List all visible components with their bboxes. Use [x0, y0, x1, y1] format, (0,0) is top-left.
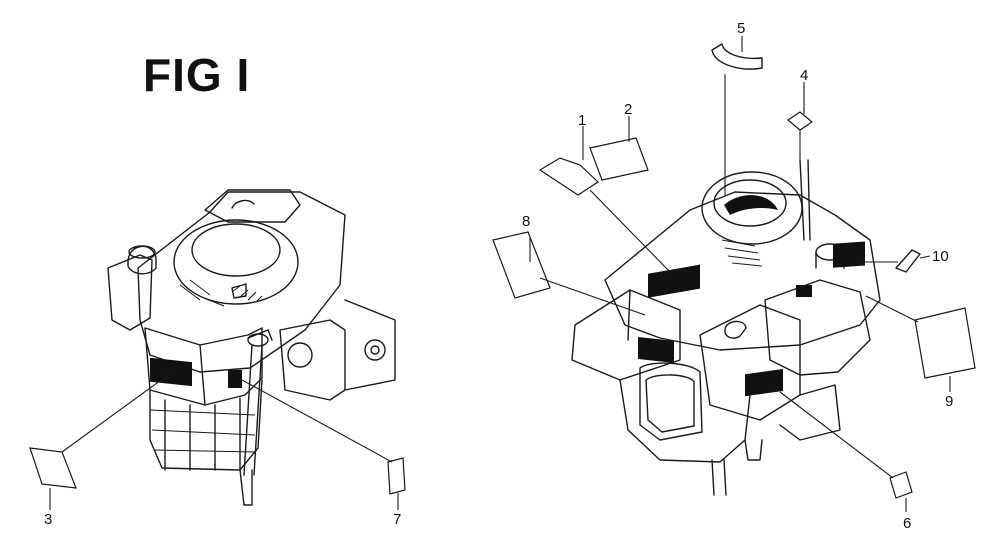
figure-title: FIG I [143, 49, 251, 101]
leader-lines [49, 36, 951, 512]
label-sheet-6 [889, 471, 913, 499]
label-sheet-8 [492, 231, 551, 299]
callout-numbers: 1 2 3 4 5 6 7 8 9 10 [44, 20, 953, 532]
callout-2: 2 [624, 101, 632, 118]
callout-6: 6 [903, 515, 911, 532]
label-sheet-4 [786, 111, 814, 131]
label-sheets [29, 111, 976, 499]
callout-1: 1 [578, 112, 586, 129]
callout-3: 3 [44, 511, 52, 528]
label-sheet-3 [29, 447, 77, 489]
right-engine [571, 43, 921, 496]
callout-8: 8 [522, 213, 530, 230]
callout-4: 4 [800, 67, 808, 84]
callout-5: 5 [737, 20, 745, 37]
callout-9: 9 [945, 393, 953, 410]
callout-7: 7 [393, 511, 401, 528]
label-sheet-1 [538, 157, 599, 196]
label-sheet-7 [387, 457, 406, 495]
label-sheet-9 [914, 307, 976, 379]
left-engine [107, 189, 396, 506]
callout-10: 10 [932, 248, 949, 265]
label-sheet-2 [589, 137, 649, 181]
